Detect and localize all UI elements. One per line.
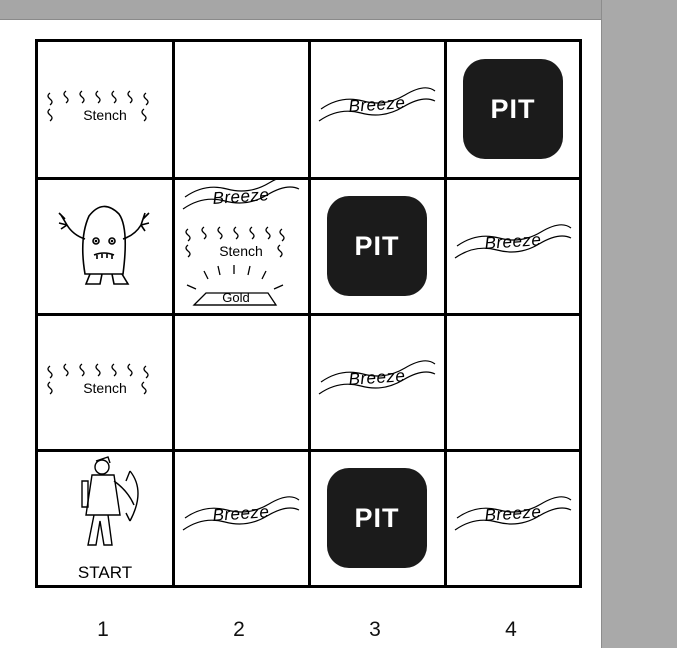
column-label-4: 4 — [505, 618, 517, 641]
cell-4-3: Breeze — [446, 179, 580, 313]
breeze-indicator: Breeze — [315, 87, 439, 131]
cell-1-2: Stench — [38, 315, 172, 449]
column-label-2: 2 — [233, 618, 245, 641]
breeze-indicator: Breeze — [179, 179, 303, 223]
wumpus-icon — [58, 205, 150, 285]
stench-indicator: Stench — [46, 87, 164, 127]
cell-3-4: Breeze — [310, 42, 444, 176]
cell-1-1: START — [38, 451, 172, 585]
cell-3-1: PIT — [310, 451, 444, 585]
agent-icon — [81, 456, 139, 546]
breeze-indicator: Breeze — [451, 224, 575, 268]
cell-3-2: Breeze — [310, 315, 444, 449]
start-label: START — [77, 563, 133, 582]
grid-line — [38, 313, 579, 316]
cell-1-4: Stench — [38, 42, 172, 176]
breeze-indicator: Breeze — [179, 496, 303, 540]
column-label-1: 1 — [97, 618, 109, 641]
right-side-panel — [601, 0, 677, 648]
grid-line — [38, 177, 579, 180]
top-divider — [0, 19, 601, 20]
cell-2-3: Breeze Stench — [174, 179, 308, 313]
breeze-indicator: Breeze — [315, 360, 439, 404]
wumpus-world-grid: Stench Breeze PIT — [35, 39, 582, 588]
gold-icon: Gold — [186, 265, 284, 306]
grid-line — [38, 449, 579, 452]
cell-4-4: PIT — [446, 42, 580, 176]
cell-4-1: Breeze — [446, 451, 580, 585]
gold-label: Gold — [222, 290, 249, 305]
stench-indicator: Stench — [182, 223, 300, 263]
top-bar — [0, 0, 601, 19]
stench-label: Stench — [83, 107, 127, 123]
cell-1-3 — [38, 179, 172, 313]
breeze-indicator: Breeze — [451, 496, 575, 540]
column-label-3: 3 — [369, 618, 381, 641]
pit: PIT — [463, 59, 563, 159]
pit: PIT — [327, 468, 427, 568]
cell-3-3: PIT — [310, 179, 444, 313]
stench-label: Stench — [219, 243, 263, 259]
pit: PIT — [327, 196, 427, 296]
stench-label: Stench — [83, 380, 127, 396]
cell-2-1: Breeze — [174, 451, 308, 585]
stench-indicator: Stench — [46, 360, 164, 400]
